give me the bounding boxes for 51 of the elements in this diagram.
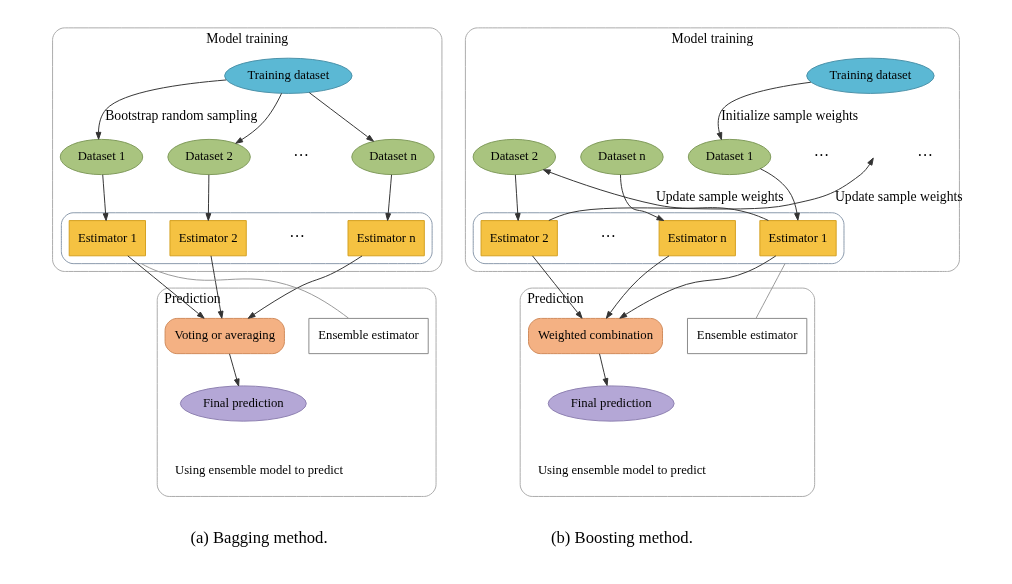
node-ellipse: Dataset n	[580, 138, 664, 176]
label: (b) Boosting method.	[551, 527, 693, 547]
node-box: Voting or averaging	[164, 317, 285, 355]
node-box: Estimator n	[658, 220, 736, 257]
arrow	[542, 169, 769, 221]
edge-label: Update sample weights	[834, 189, 963, 205]
node-ellipse: Dataset 1	[59, 138, 144, 176]
node-ellipse: Final prediction	[547, 385, 675, 422]
arrow	[229, 353, 240, 387]
node-box: Ensemble estimator	[687, 317, 808, 355]
arrow	[548, 157, 874, 221]
node-ellipse: Dataset n	[351, 138, 435, 176]
node-box: Estimator 2	[480, 220, 558, 257]
arrow	[127, 255, 205, 319]
arrow	[532, 255, 583, 319]
arrow	[235, 92, 283, 144]
arrow	[620, 174, 665, 221]
arrow	[95, 79, 227, 140]
edge-label: Update sample weights	[655, 189, 784, 205]
node-box: Weighted combination	[528, 317, 663, 355]
arrow	[599, 353, 609, 386]
node-ellipse: Final prediction	[179, 385, 307, 422]
label: ···	[917, 146, 934, 164]
label: (a) Bagging method.	[190, 527, 328, 547]
arrow	[619, 255, 777, 319]
node-ellipse: Dataset 1	[687, 138, 772, 176]
node-box: Estimator 1	[68, 220, 146, 257]
arrow	[514, 174, 521, 221]
arrow	[102, 174, 109, 221]
connector	[755, 263, 786, 319]
connector	[140, 263, 350, 319]
arrow	[716, 81, 812, 141]
edge-label: Bootstrap random sampling	[105, 108, 258, 124]
edge-label: Initialize sample weights	[721, 108, 859, 124]
arrow	[605, 255, 670, 319]
arrow	[247, 255, 363, 319]
node-box: Estimator 2	[169, 220, 247, 257]
label: ···	[600, 227, 617, 245]
arrow	[385, 174, 393, 221]
arrow	[205, 174, 212, 221]
node-ellipse: Training dataset	[806, 57, 935, 94]
label: ···	[289, 227, 305, 245]
node-box: Ensemble estimator	[308, 317, 429, 355]
label: ···	[293, 146, 309, 164]
arrow	[759, 168, 800, 221]
node-ellipse: Training dataset	[224, 57, 353, 94]
arrow	[210, 255, 224, 319]
node-box: Estimator 1	[759, 220, 837, 257]
arrow	[308, 92, 374, 142]
node-box: Estimator n	[347, 220, 425, 257]
label: ···	[813, 146, 830, 164]
